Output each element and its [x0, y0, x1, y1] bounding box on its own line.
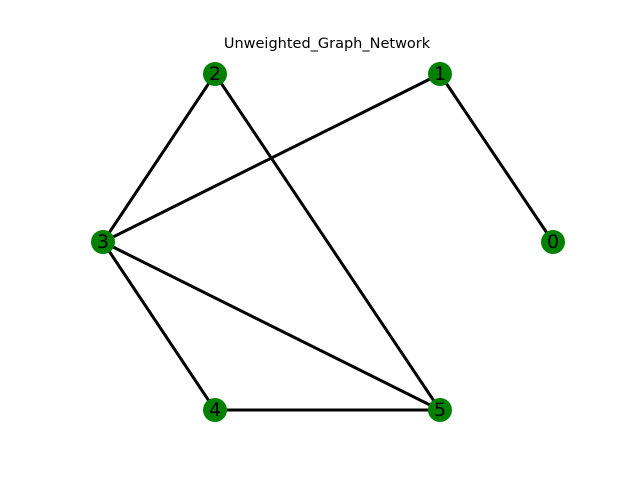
node-circle-0	[541, 230, 565, 254]
node-0: 0	[541, 230, 565, 254]
node-circle-3	[91, 230, 115, 254]
node-3: 3	[91, 230, 115, 254]
node-label-3: 3	[97, 231, 109, 253]
edge-2-5	[213, 72, 442, 412]
edge-3-5	[101, 240, 442, 412]
node-circle-1	[428, 62, 452, 86]
node-circle-5	[428, 398, 452, 422]
edge-1-0	[438, 72, 555, 244]
node-label-5: 5	[434, 399, 446, 421]
node-5: 5	[428, 398, 452, 422]
edge-3-4	[101, 240, 217, 412]
node-1: 1	[428, 62, 452, 86]
node-label-2: 2	[209, 63, 221, 85]
edge-2-3	[101, 72, 217, 244]
node-circle-2	[203, 62, 227, 86]
nodes-layer: 0 1 2 3 4 5	[91, 62, 565, 422]
node-label-0: 0	[547, 231, 559, 253]
edges-layer	[101, 72, 555, 412]
node-4: 4	[203, 398, 227, 422]
node-circle-4	[203, 398, 227, 422]
node-label-4: 4	[209, 399, 221, 421]
node-2: 2	[203, 62, 227, 86]
node-label-1: 1	[434, 63, 446, 85]
graph-title: Unweighted_Graph_Network	[223, 36, 431, 52]
